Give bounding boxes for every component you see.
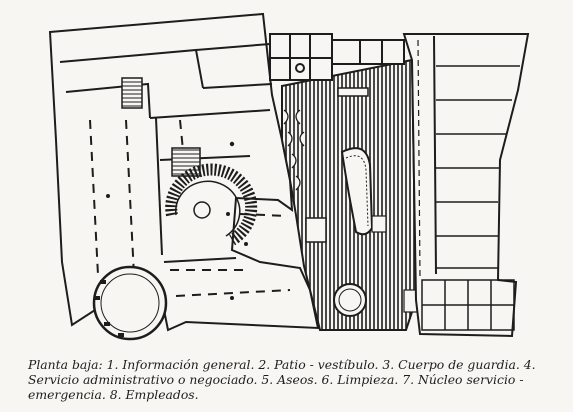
core-fixture: [295, 63, 305, 73]
left-wall-lower: [163, 257, 237, 263]
figure-caption: Planta baja: 1. Información general. 2. …: [28, 357, 536, 402]
patio-bench: [337, 87, 369, 97]
spiral-stair-inner: [175, 180, 241, 237]
right-colonnade: [421, 279, 515, 331]
seat-3: [291, 153, 297, 169]
round-tower-columns: [94, 280, 124, 337]
structural-pillars: [106, 141, 248, 300]
guard-booth: [305, 217, 327, 243]
spiral-stair-core: [193, 201, 211, 219]
upper-stair: [121, 77, 201, 177]
dash-line-5: [175, 289, 291, 297]
dash-line-1: [89, 119, 99, 276]
round-tower: [92, 265, 168, 341]
round-tower-inner: [100, 273, 160, 333]
service-core-top: [269, 33, 405, 81]
spiral-stair-treads: [165, 163, 258, 246]
floor-plan: [48, 12, 530, 341]
curved-ramp-treads: [345, 155, 369, 227]
round-tower-outer: [92, 265, 168, 341]
seat-6: [299, 131, 305, 147]
seat-1: [283, 109, 289, 125]
central-patio: [281, 58, 421, 331]
left-wall-third: [149, 109, 271, 119]
seat-2: [287, 131, 293, 147]
right-office-partitions: [436, 65, 520, 269]
seat-4: [295, 175, 301, 191]
left-wall-second: [202, 83, 273, 89]
dash-line-2: [125, 119, 135, 276]
left-wall-top: [195, 43, 271, 51]
upper-stair-flight: [121, 77, 143, 109]
spiral-staircase: [165, 163, 258, 246]
right-corridor-wall: [433, 35, 437, 275]
right-wing: [402, 33, 530, 338]
round-planter-inner: [338, 288, 362, 312]
seat-5: [295, 109, 301, 125]
info-desk: [371, 215, 387, 233]
patio-seating: [283, 109, 305, 191]
top-office-strip: [331, 39, 405, 65]
left-wall-vertical: [155, 117, 163, 256]
left-wall-mid: [65, 82, 151, 119]
curved-ramp: [340, 147, 374, 236]
